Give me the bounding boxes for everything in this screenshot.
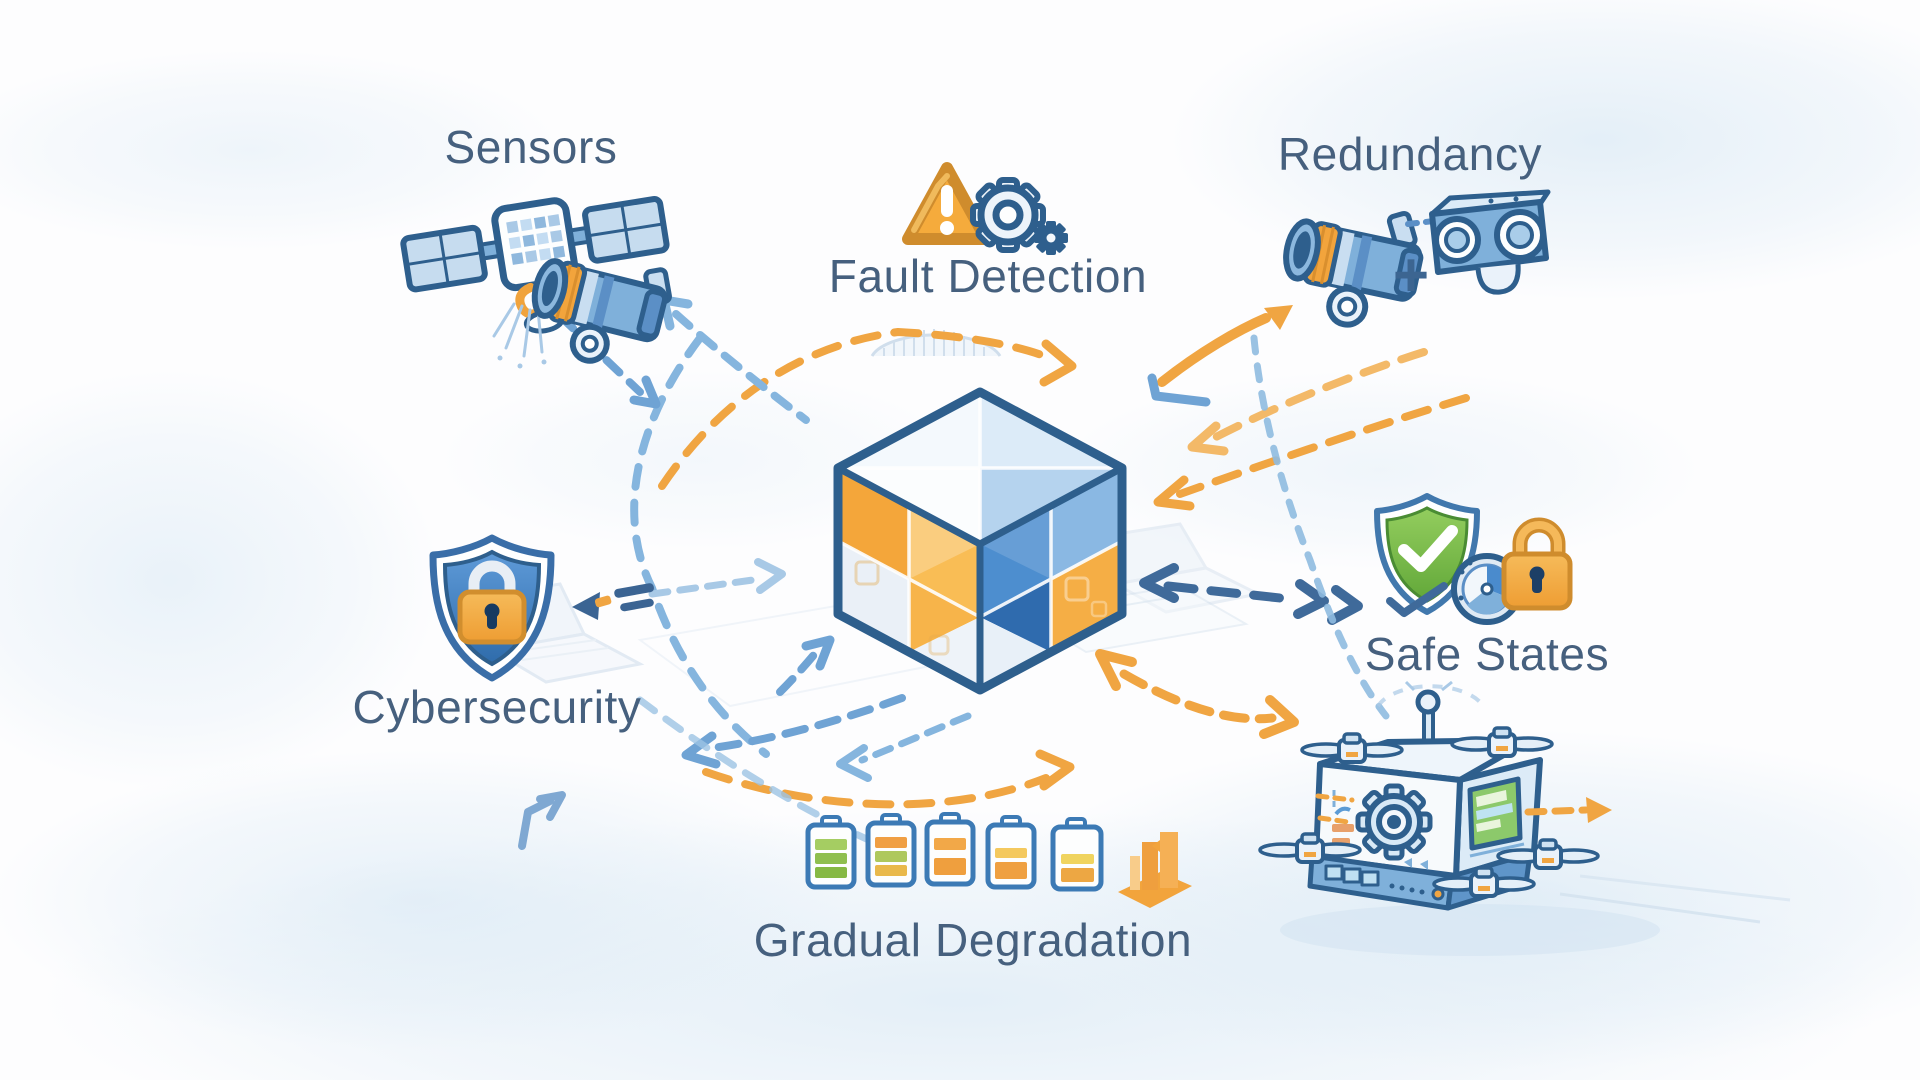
cube-bottom-arrow-head [801,635,835,671]
orange-bottom-arc [702,768,1050,809]
rover-screen [1467,776,1523,851]
orange-return-curve-2 [1176,394,1470,498]
battery-3 [924,812,976,887]
battery-5 [1050,817,1104,892]
cube-bottom-arrow [776,646,822,696]
dome-sketch [870,329,1002,357]
orange-return-curve-2-head [1153,475,1195,511]
small-gear-icon [1034,221,1068,255]
label-gradual-degradation: Gradual Degradation [753,914,1193,966]
bottom-cross-line-2 [858,712,972,764]
stereo-camera-icon [1429,189,1551,295]
orange-return-curve-1-head [1187,421,1229,456]
label-redundancy: Redundancy [1277,128,1543,180]
isometric-cube-icon [833,387,1127,695]
shield-lock-icon [429,534,555,682]
autonomous-rover-icon [1258,680,1791,956]
orange-double-arrow-head-left [1095,649,1137,691]
gear-icon [970,177,1046,253]
cube-left-arrow-head [754,558,786,594]
sensor-link-head [629,375,661,409]
navy-double-arrow-right-head-1 [1293,579,1329,619]
cube-left-arrow [648,575,764,598]
orange-double-arrow-head-right [1259,695,1299,739]
orange-double-arrow [1119,669,1277,724]
navy-double-arrow [1163,581,1293,604]
sensor-return-line [672,310,810,424]
signal-spray [492,302,547,369]
orange-bottom-arc-head [1035,749,1075,791]
optical-sensor-icon [531,258,672,364]
label-cybersecurity: Cybersecurity [352,681,642,733]
rover-exit-arrow [1524,797,1612,823]
navy-double-arrow-right-head-2 [1327,585,1363,625]
bottom-cross-line-2-head [836,744,872,782]
plus-sign: + [1392,241,1430,310]
declining-chart-icon [1118,832,1192,908]
rover-gear-icon [1355,783,1433,861]
battery-icon-row [805,812,1104,892]
redundancy-link-dash [1405,218,1437,227]
orange-return-curve-1 [1210,348,1428,442]
orange-top-arc-arrowhead [1039,339,1077,387]
label-fault-detection: Fault Detection [828,250,1148,302]
battery-1 [805,815,857,890]
blue-hook-right [1147,373,1211,407]
warning-triangle-icon [902,162,992,245]
battery-4 [985,815,1037,890]
connector-arrows [518,295,1470,850]
satellite-icon [400,196,670,369]
orange-top-arc [658,328,1058,490]
bottom-cross-line-1 [708,694,906,752]
padlock-icon [1501,517,1573,611]
navy-double-arrow-left-head [1139,563,1179,603]
navy-zigzag-arrow [518,791,566,850]
sensor-link-line [556,312,644,396]
navy-left-arrow [572,583,654,620]
battery-2 [865,813,917,888]
orange-up-arrowhead [1264,305,1293,330]
telescope-sensor-icon [1283,210,1424,328]
label-sensors: Sensors [444,121,618,173]
label-safe-states: Safe States [1364,628,1610,680]
orange-up-arrow [1157,313,1271,387]
blue-right-curve [1250,334,1390,720]
bottom-cross-line-3 [636,696,884,849]
